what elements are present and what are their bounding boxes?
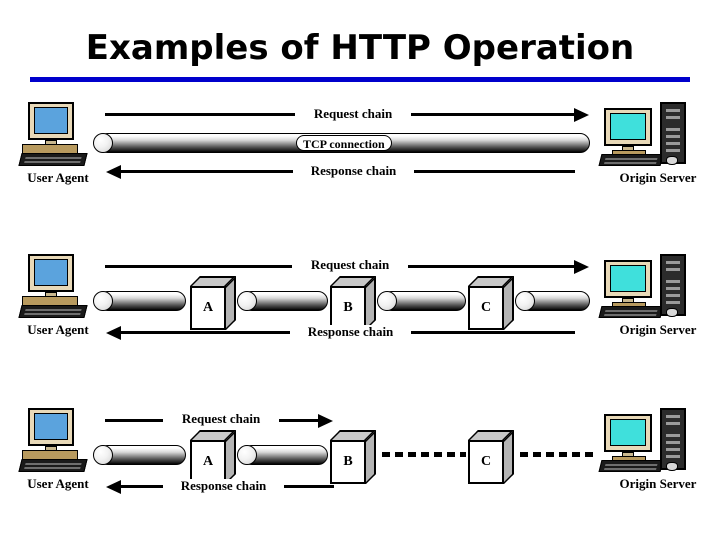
page-title: Examples of HTTP Operation bbox=[85, 28, 635, 68]
box-label-b: B bbox=[330, 440, 366, 484]
user-agent-host-3: User Agent bbox=[6, 404, 110, 500]
tcp-endpoint-ball bbox=[93, 445, 113, 465]
box-label-a: A bbox=[190, 286, 226, 330]
box-side-face bbox=[366, 276, 376, 330]
box-label-c: C bbox=[468, 440, 504, 484]
user-agent-label: User Agent bbox=[27, 322, 89, 337]
tcp-endpoint-ball bbox=[377, 291, 397, 311]
box-side-face bbox=[366, 430, 376, 484]
response-chain-label: Response chain bbox=[290, 325, 411, 339]
response-chain-arrow-head bbox=[106, 165, 121, 179]
origin-server-host-3: Origin Server bbox=[598, 404, 702, 500]
tcp-connection-endpoint-ball bbox=[93, 133, 113, 153]
box-side-face bbox=[226, 276, 236, 330]
intermediary-box-c: C bbox=[468, 430, 514, 484]
response-chain-label: Response chain bbox=[163, 479, 284, 493]
origin-server-label: Origin Server bbox=[619, 170, 697, 185]
diagram-three-intermediaries-tcp: User Agent Request chain A B C bbox=[0, 248, 720, 358]
request-chain-arrow-head bbox=[574, 108, 589, 122]
tcp-endpoint-ball bbox=[93, 291, 113, 311]
origin-server-label: Origin Server bbox=[619, 476, 697, 491]
user-agent-host-2: User Agent bbox=[6, 250, 110, 346]
request-chain-arrow-head bbox=[318, 414, 333, 428]
tcp-connection-label: TCP connection bbox=[296, 135, 392, 151]
box-side-face bbox=[504, 430, 514, 484]
origin-server-label: Origin Server bbox=[619, 322, 697, 337]
tcp-endpoint-ball bbox=[515, 291, 535, 311]
request-chain-label: Request chain bbox=[292, 258, 408, 272]
diagram-direct-connection: User Agent Request chain TCP connection … bbox=[0, 96, 720, 206]
user-agent-label: User Agent bbox=[27, 476, 89, 491]
intermediary-box-b: B bbox=[330, 276, 376, 330]
title-underline-rule bbox=[30, 77, 690, 82]
response-chain-label: Response chain bbox=[293, 164, 414, 178]
origin-server-host-2: Origin Server bbox=[598, 250, 702, 346]
user-agent-label: User Agent bbox=[27, 170, 89, 185]
intermediary-box-a: A bbox=[190, 430, 236, 484]
box-side-face bbox=[504, 276, 514, 330]
intermediary-box-b: B bbox=[330, 430, 376, 484]
origin-server-host-1: Origin Server bbox=[598, 98, 702, 194]
dashed-connection-b-to-c bbox=[382, 452, 466, 457]
request-chain-label: Request chain bbox=[295, 107, 411, 121]
box-label-a: A bbox=[190, 440, 226, 484]
response-chain-arrow-head bbox=[106, 480, 121, 494]
dashed-connection-c-to-origin bbox=[520, 452, 595, 457]
tcp-endpoint-ball bbox=[237, 445, 257, 465]
intermediary-box-c: C bbox=[468, 276, 514, 330]
box-label-c: C bbox=[468, 286, 504, 330]
request-chain-label: Request chain bbox=[163, 412, 279, 426]
user-agent-host-1: User Agent bbox=[6, 98, 110, 194]
box-side-face bbox=[226, 430, 236, 484]
response-chain-arrow-head bbox=[106, 326, 121, 340]
tcp-endpoint-ball bbox=[237, 291, 257, 311]
intermediary-box-a: A bbox=[190, 276, 236, 330]
diagram-three-intermediaries-mixed: User Agent Request chain A B C bbox=[0, 402, 720, 512]
request-chain-arrow-head bbox=[574, 260, 589, 274]
